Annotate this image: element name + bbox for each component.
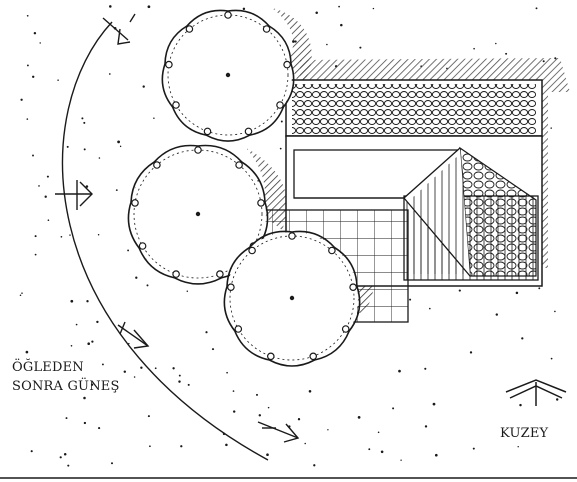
tree-canopy-icon [223, 230, 361, 367]
sun-ray-arrow-icon [117, 321, 150, 349]
sun-ray-arrow-icon [257, 421, 300, 443]
tree-canopy-icon [161, 9, 295, 142]
north-arrow-icon [505, 379, 567, 406]
north-label: KUZEY [500, 426, 549, 441]
sun-label-line-2: SONRA GÜNEŞ [12, 379, 120, 394]
sun-ray-arrow-icon [55, 180, 93, 210]
sun-path-arc [61, 21, 269, 461]
afternoon-sun-label: ÖĞLEDEN SONRA GÜNEŞ [12, 358, 120, 396]
sun-label-line-1: ÖĞLEDEN [12, 360, 84, 375]
sun-ray-arrow-icon [102, 13, 136, 45]
tree-canopy-icon [127, 144, 269, 285]
